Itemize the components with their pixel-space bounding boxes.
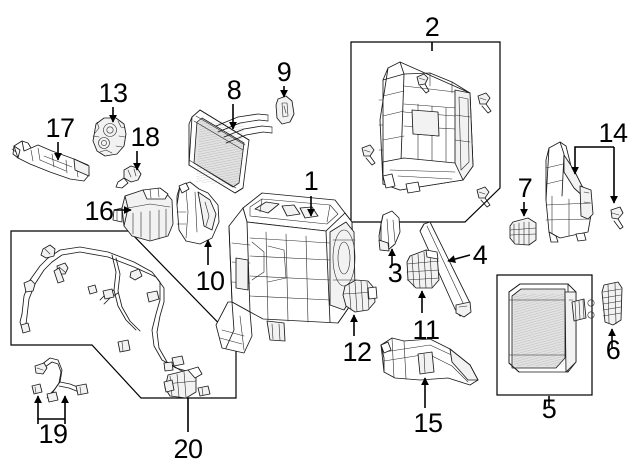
part-12-mode-control-motor: [342, 279, 378, 313]
callout-label-19: 19: [38, 419, 67, 449]
part-10-duct-bracket: [176, 181, 220, 245]
screw-fastener: [361, 144, 376, 166]
part-1-heater-blower-unit-assembly: [215, 192, 356, 354]
callout-label-14: 14: [598, 118, 628, 148]
callout-label-12: 12: [342, 337, 371, 367]
callout-label-7: 7: [518, 173, 533, 203]
callout-label-1: 1: [304, 166, 319, 196]
callout-label-18: 18: [130, 122, 159, 152]
part-13-blower-motor-sub-assembly: [92, 117, 127, 157]
callout-label-20: 20: [173, 434, 202, 464]
part-14-duct-screw-set: [545, 141, 594, 243]
callout-label-15: 15: [413, 408, 442, 438]
part-11-power-transistor: [406, 249, 440, 289]
part-9-evaporator-temperature-sensor: [275, 95, 295, 125]
part-2-heater-case-half: [378, 61, 474, 194]
group-box-5: [496, 274, 593, 396]
callout-label-11: 11: [412, 315, 439, 345]
callout-labels: 1 2 3 4 5 6 7 8 9 10 11 12 13 14 15 16 1…: [38, 12, 628, 464]
screw-fastener: [416, 73, 430, 94]
callout-label-5: 5: [542, 394, 557, 424]
part-8-heater-core: [188, 109, 273, 194]
screw-fastener: [610, 206, 624, 230]
callout-label-9: 9: [277, 57, 292, 87]
callout-label-6: 6: [606, 335, 621, 365]
part-5-evaporator-core: [508, 283, 595, 373]
screw-fastener: [476, 186, 491, 208]
part-15-floor-duct: [380, 337, 479, 386]
part-16-recirculation-actuator: [112, 187, 174, 242]
callout-label-13: 13: [98, 78, 127, 108]
part-20-main-wire-harness: [19, 244, 211, 399]
part-4-drain-hose-tube: [419, 221, 472, 318]
callout-label-17: 17: [45, 113, 74, 143]
screw-fastener: [477, 92, 492, 114]
callout-label-16: 16: [84, 196, 113, 226]
leader-lines: [34, 42, 618, 432]
group-box-2: [350, 41, 501, 223]
part-6-expansion-valve-grommet: [601, 281, 623, 326]
callout-label-4: 4: [473, 240, 488, 270]
part-3-bracket-stay: [378, 210, 401, 252]
part-19-sub-wire-harness: [31, 357, 89, 403]
part-17-rear-heater-duct: [11, 140, 90, 182]
callout-label-8: 8: [227, 75, 242, 105]
callout-label-10: 10: [195, 266, 224, 296]
callout-label-2: 2: [425, 12, 440, 42]
part-18-clip-fastener: [115, 165, 142, 189]
part-7-air-mix-actuator-small: [509, 217, 537, 246]
callout-label-3: 3: [388, 258, 403, 288]
